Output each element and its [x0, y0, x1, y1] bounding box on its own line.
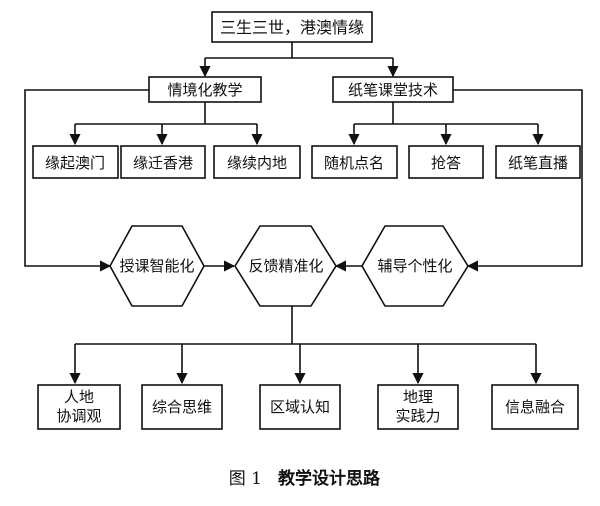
root-node: 三生三世，港澳情缘 [211, 11, 373, 43]
child-box-6: 纸笔直播 [495, 145, 581, 179]
side-connectors [24, 89, 583, 272]
child-box-5: 抢答 [408, 145, 484, 179]
hexagon-label-2: 反馈精准化 [248, 257, 323, 275]
child-label-3: 缘续内地 [227, 154, 287, 172]
child-box-2: 缘迁香港 [120, 145, 206, 179]
branch-connectors [69, 102, 544, 146]
outcome-label-3: 区域认知 [270, 398, 330, 416]
child-label-5: 抢答 [431, 154, 461, 172]
outcome-box-1: 人地 协调观 [37, 384, 121, 430]
outcome-box-5: 信息融合 [491, 384, 579, 430]
branch-situational-label: 情境化教学 [167, 81, 242, 99]
hexagon-label-3: 辅导个性化 [377, 257, 452, 275]
figure-title: 教学设计思路 [277, 468, 381, 489]
hexagon-smart-teaching: 授课智能化 [109, 225, 205, 307]
outcome-box-3: 区域认知 [259, 384, 341, 430]
branch-pen-paper-label: 纸笔课堂技术 [348, 81, 438, 99]
child-label-6: 纸笔直播 [508, 154, 568, 172]
branch-situational: 情境化教学 [148, 76, 262, 103]
child-label-4: 随机点名 [324, 154, 384, 172]
outcome-label-4a: 地理 [403, 388, 433, 406]
outcome-box-2: 综合思维 [141, 384, 223, 430]
figure-caption: 图 1 教学设计思路 [229, 468, 381, 489]
child-box-3: 缘续内地 [213, 145, 301, 179]
outcome-box-4: 地理 实践力 [377, 384, 459, 430]
branch-pen-paper: 纸笔课堂技术 [332, 76, 454, 103]
hexagon-label-1: 授课智能化 [119, 257, 194, 275]
outcome-label-1b: 协调观 [56, 407, 101, 425]
root-connectors [199, 42, 399, 78]
outcome-label-5: 信息融合 [505, 398, 565, 416]
outcome-label-4b: 实践力 [395, 407, 440, 425]
child-label-1: 缘起澳门 [45, 154, 105, 172]
outcome-connectors [69, 306, 542, 385]
child-box-4: 随机点名 [311, 145, 398, 179]
root-label: 三生三世，港澳情缘 [220, 18, 364, 37]
hexagon-personalized-tutoring: 辅导个性化 [361, 225, 469, 307]
figure-number: 图 1 [229, 469, 262, 489]
child-label-2: 缘迁香港 [133, 154, 193, 172]
hexagon-precise-feedback: 反馈精准化 [234, 225, 337, 307]
outcome-label-2: 综合思维 [152, 398, 212, 416]
outcome-label-1a: 人地 [64, 388, 94, 406]
child-box-1: 缘起澳门 [32, 145, 119, 179]
